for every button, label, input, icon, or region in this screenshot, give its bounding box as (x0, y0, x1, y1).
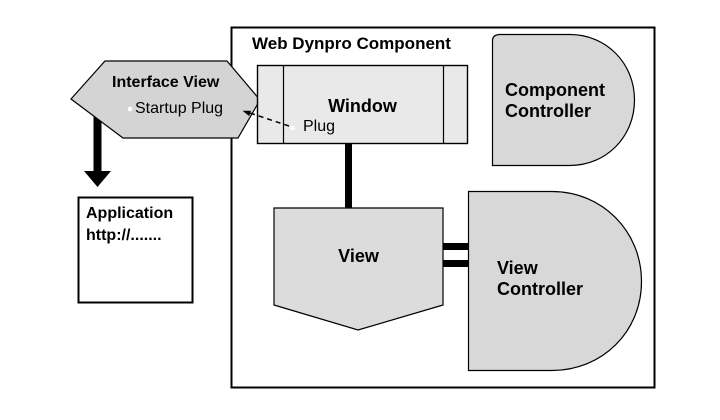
view-controller-shape (467, 190, 643, 372)
application-label-line2: http://....... (86, 227, 162, 244)
plug-dashed-arrowhead-icon (242, 110, 251, 117)
view-controller-label-line2: Controller (497, 279, 584, 299)
plug-label: Plug (303, 118, 336, 135)
plug-bullet-icon (290, 125, 295, 131)
window-shape (256, 64, 469, 145)
component-controller-label-line2: Controller (505, 101, 592, 121)
view-controller-bar-top (443, 243, 468, 250)
window-label: Window (328, 96, 397, 116)
component-controller-label: Component Controller (505, 80, 605, 122)
component-controller-shape (491, 33, 636, 167)
view-controller-bar-bottom (443, 260, 468, 267)
diagram-title: Web Dynpro Component (252, 34, 451, 53)
window-view-connector (345, 144, 352, 209)
view-controller-label-line1: View (497, 258, 538, 278)
view-label: View (338, 246, 379, 266)
application-box (77, 196, 194, 304)
application-launch-arrow-icon (84, 112, 111, 187)
view-controller-label: View Controller (497, 258, 583, 300)
startup-plug-bullet-icon (127, 106, 133, 112)
application-label-line1: Application (86, 205, 174, 222)
application-label: Application http://....... (86, 203, 173, 247)
interface-view-label: Interface View (112, 74, 220, 91)
view-shape (273, 207, 444, 331)
component-controller-label-line1: Component (505, 80, 605, 100)
startup-plug-label: Startup Plug (135, 100, 224, 117)
plug-dashed-arrow (249, 112, 290, 127)
